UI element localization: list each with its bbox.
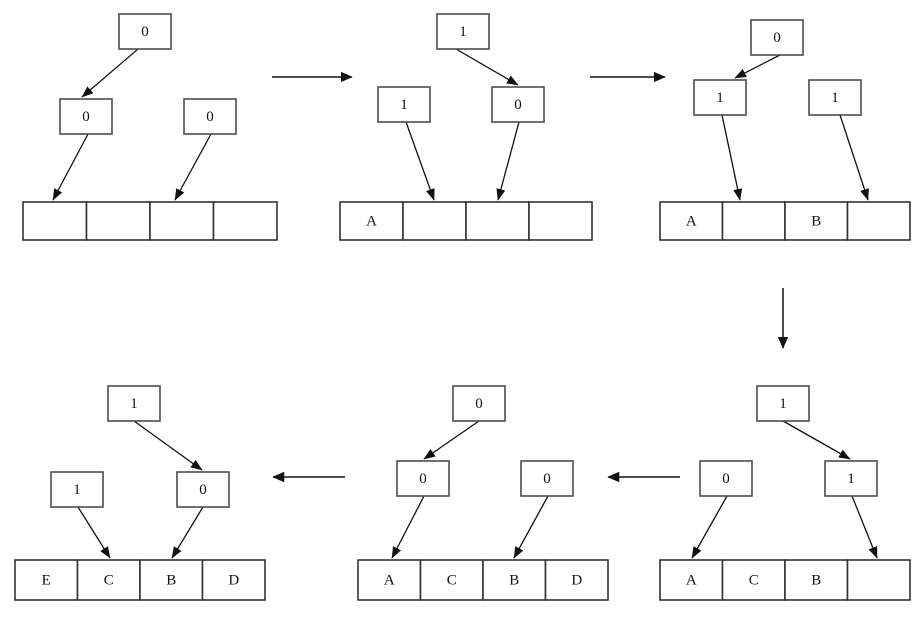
tree-edge-arrow	[174, 133, 212, 201]
array-cell-label: D	[571, 572, 582, 588]
array-cell-label: B	[811, 572, 821, 588]
tree-node-box	[183, 98, 237, 135]
tree-node-box	[396, 460, 450, 497]
tree-edge-arrow	[391, 495, 425, 559]
array-cell	[149, 201, 215, 241]
array-cell	[357, 559, 422, 601]
array-cell-label: E	[42, 572, 51, 588]
tree-edge-arrow	[77, 506, 111, 559]
tree-node-box	[50, 471, 104, 508]
tree-edge-arrow	[721, 114, 743, 201]
tree-edge-arrow	[405, 121, 435, 201]
array-cell	[659, 559, 724, 601]
array-cell-label: B	[811, 213, 821, 229]
tree-edge-arrow	[423, 420, 480, 460]
array-cell-label: B	[509, 572, 519, 588]
array-cell-label: A	[686, 572, 697, 588]
tree-node-label: 1	[459, 24, 467, 40]
array-cell	[76, 559, 141, 601]
tree-node-label: 1	[831, 90, 839, 106]
array-cell	[528, 201, 593, 241]
tree-node-box	[750, 19, 804, 56]
array-cell	[784, 201, 849, 241]
tree-node-label: 0	[514, 97, 522, 113]
tree-node-box	[693, 79, 747, 116]
tree-node-label: 0	[199, 482, 207, 498]
array-cell	[544, 559, 609, 601]
array-cell	[846, 559, 911, 601]
array-cell-label: D	[228, 572, 239, 588]
tree-edge-arrow	[133, 420, 203, 471]
array-cell	[22, 201, 88, 241]
tree-edge-arrow	[782, 420, 851, 460]
tree-node-label: 1	[400, 97, 408, 113]
tree-edge-arrow	[734, 54, 781, 79]
tree-node-box	[452, 385, 506, 422]
array-cell-label: C	[447, 572, 457, 588]
tree-edge-arrow	[691, 495, 728, 559]
array-cell-label: C	[104, 572, 114, 588]
tree-edge-arrow	[839, 114, 869, 201]
array-cell-label: A	[686, 213, 697, 229]
tree-node-label: 0	[543, 471, 551, 487]
tree-node-box	[824, 460, 878, 497]
tree-node-label: 1	[73, 482, 81, 498]
tree-node-box	[520, 460, 574, 497]
array-cell	[85, 201, 151, 241]
array-cell	[139, 559, 204, 601]
tree-panel-step-5: A C B D 0 0 0	[357, 385, 609, 601]
tree-node-label: 0	[419, 471, 427, 487]
tree-edge-arrow	[455, 48, 519, 86]
tree-edge-arrow	[81, 48, 139, 98]
tree-node-box	[756, 385, 810, 422]
array-cell	[482, 559, 547, 601]
tree-node-box	[59, 98, 113, 135]
tree-node-label: 0	[475, 396, 483, 412]
tree-panel-step-3: A B 0 1 1	[659, 19, 911, 241]
array-cell	[402, 201, 467, 241]
tree-node-label: 1	[716, 90, 724, 106]
tree-node-box	[107, 385, 161, 422]
array-cell	[721, 559, 786, 601]
array-cell	[419, 559, 484, 601]
array-cell-label: B	[166, 572, 176, 588]
array-cell	[721, 201, 786, 241]
array-cell	[465, 201, 530, 241]
tree-node-box	[377, 86, 431, 123]
tree-node-box	[699, 460, 753, 497]
tree-edge-arrow	[851, 495, 878, 559]
tree-node-label: 0	[206, 109, 214, 125]
tree-panel-step-2: A 1 1 0	[339, 13, 593, 241]
tree-panel-step-6: E C B D 1 1 0	[14, 385, 266, 601]
tree-edge-arrow	[513, 495, 549, 559]
array-cell	[201, 559, 266, 601]
tree-node-box	[491, 86, 545, 123]
array-cell	[846, 201, 911, 241]
tree-edge-arrow	[171, 506, 204, 559]
tree-edge-arrow	[496, 121, 520, 201]
tree-node-label: 0	[722, 471, 730, 487]
tree-node-box	[118, 13, 172, 50]
array-cell-label: C	[749, 572, 759, 588]
tree-node-label: 1	[847, 471, 855, 487]
tree-node-label: 1	[779, 396, 787, 412]
tree-node-box	[176, 471, 230, 508]
tree-node-box	[436, 13, 490, 50]
array-cell-label: A	[366, 213, 377, 229]
tree-node-label: 0	[773, 30, 781, 46]
tree-panel-step-4: A C B 1 0 1	[659, 385, 911, 601]
tree-node-label: 0	[82, 109, 90, 125]
tree-node-label: 1	[130, 396, 138, 412]
array-cell-label: A	[384, 572, 395, 588]
tree-node-box	[808, 79, 862, 116]
array-cell	[659, 201, 724, 241]
array-cell	[212, 201, 278, 241]
tree-panel-step-1: 0 0 0	[22, 13, 278, 241]
tree-edge-arrow	[52, 133, 89, 201]
tree-node-label: 0	[141, 24, 149, 40]
